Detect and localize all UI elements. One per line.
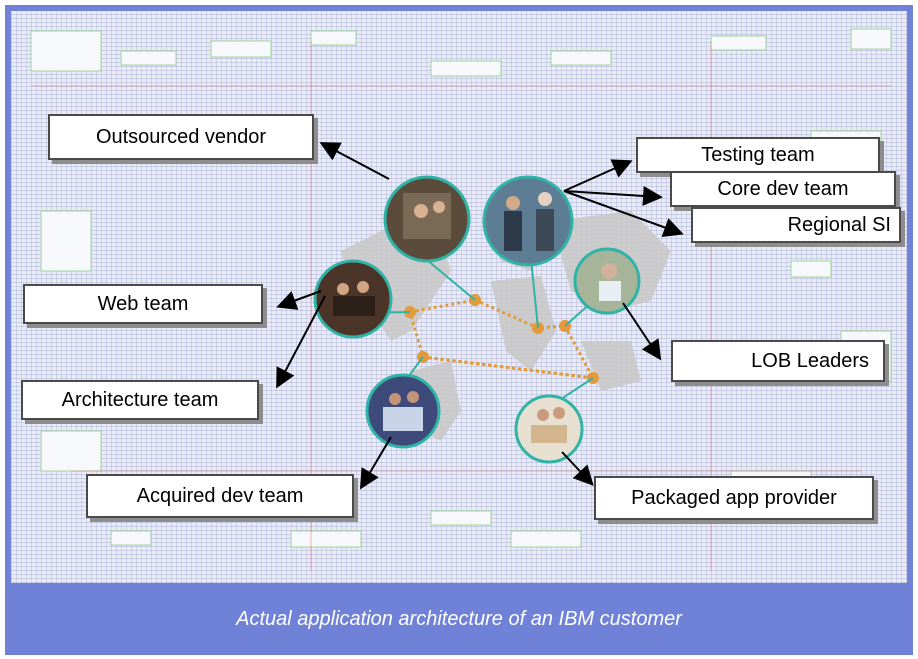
team-photos <box>313 175 641 464</box>
label-core-dev-team: Core dev team <box>670 171 896 207</box>
label-lob-leaders: LOB Leaders <box>671 340 885 382</box>
photo-web-team <box>313 259 393 339</box>
photo-outsourced-vendor <box>383 175 471 263</box>
label-acquired-dev-team: Acquired dev team <box>86 474 354 518</box>
label-testing-team: Testing team <box>636 137 880 173</box>
photo-core-dev <box>482 175 574 267</box>
photo-acquired-dev <box>365 373 441 449</box>
label-web-team: Web team <box>23 284 263 324</box>
architecture-diagram: Outsourced vendor Testing team Core dev … <box>11 11 907 583</box>
label-outsourced-vendor: Outsourced vendor <box>48 114 314 160</box>
label-regional-si: Regional SI <box>691 207 901 243</box>
label-packaged-app-provider: Packaged app provider <box>594 476 874 520</box>
photo-lob-leaders <box>573 247 641 315</box>
photo-packaged-app <box>514 394 584 464</box>
caption: Actual application architecture of an IB… <box>236 608 682 630</box>
label-architecture-team: Architecture team <box>21 380 259 420</box>
arrows <box>276 142 684 490</box>
